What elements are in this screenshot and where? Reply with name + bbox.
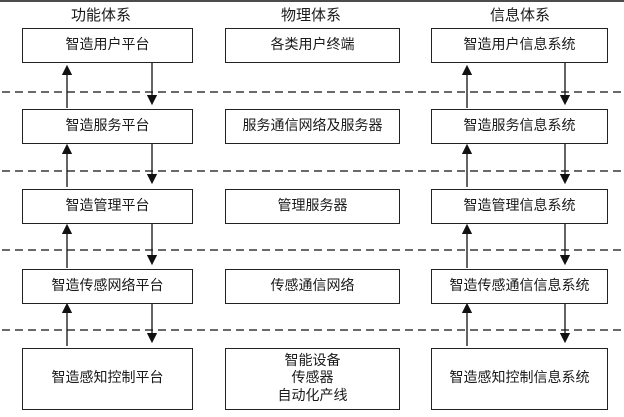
func-box-perception-control-platform: 智造感知控制平台 bbox=[22, 348, 193, 410]
phys-label-sensors: 传感器 bbox=[291, 370, 334, 387]
phys-box-management-server: 管理服务器 bbox=[225, 189, 400, 224]
phys-box-service-network: 服务通信网络及服务器 bbox=[225, 109, 400, 144]
func-box-sensing-network-platform: 智造传感网络平台 bbox=[22, 269, 193, 304]
func-box-user-platform: 智造用户平台 bbox=[22, 28, 193, 63]
func-box-service-platform: 智造服务平台 bbox=[22, 109, 193, 144]
phys-label-production-line: 自动化产线 bbox=[277, 387, 348, 404]
flow-arrows bbox=[61, 62, 571, 346]
phys-label: 管理服务器 bbox=[277, 197, 348, 214]
func-box-management-platform: 智造管理平台 bbox=[22, 189, 193, 224]
header-functional: 功能体系 bbox=[70, 6, 131, 24]
phys-box-devices: 智能设备 传感器 自动化产线 bbox=[225, 348, 400, 410]
phys-box-sensing-network: 传感通信网络 bbox=[225, 269, 400, 304]
phys-label: 传感通信网络 bbox=[270, 277, 355, 294]
phys-box-user-terminals: 各类用户终端 bbox=[225, 28, 400, 63]
header-physical: 物理体系 bbox=[280, 6, 341, 24]
info-box-perception-system: 智造感知控制信息系统 bbox=[431, 348, 608, 410]
header-information: 信息体系 bbox=[489, 6, 550, 24]
phys-label: 服务通信网络及服务器 bbox=[242, 117, 383, 134]
info-box-sensing-system: 智造传感通信信息系统 bbox=[431, 269, 608, 304]
info-box-service-system: 智造服务信息系统 bbox=[431, 109, 608, 144]
info-box-management-system: 智造管理信息系统 bbox=[431, 189, 608, 224]
phys-label-smart-devices: 智能设备 bbox=[284, 352, 341, 369]
info-box-user-system: 智造用户信息系统 bbox=[431, 28, 608, 63]
phys-label: 各类用户终端 bbox=[270, 36, 355, 53]
